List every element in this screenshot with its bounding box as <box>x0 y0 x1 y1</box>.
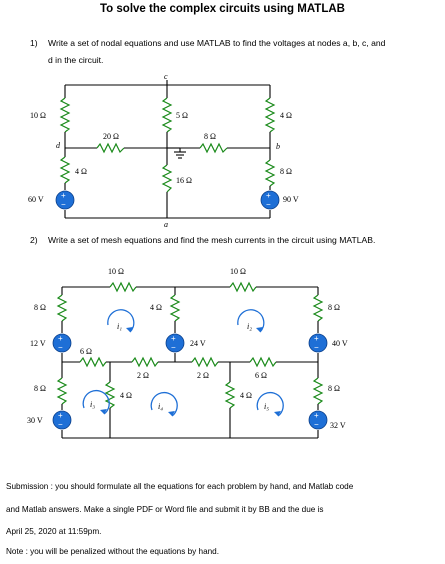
question-1-line-2: d in the circuit. <box>48 55 104 65</box>
resistor-6-ohm-right-label: 6 Ω <box>255 371 267 380</box>
resistor-8-ohm-tl-label: 8 Ω <box>34 303 46 312</box>
source-30v-label: 30 V <box>27 416 43 425</box>
circuit-2-wires <box>56 281 324 439</box>
source-30v: +− <box>52 410 72 430</box>
svg-text:+: + <box>61 191 66 200</box>
mesh-arrow-i3 <box>82 389 110 415</box>
question-1-line-1: Write a set of nodal equations and use M… <box>48 38 386 48</box>
source-60v-label: 60 V <box>28 195 44 204</box>
mesh-arrow-i2 <box>237 309 265 333</box>
resistor-10-ohm-left-label: 10 Ω <box>108 267 124 276</box>
resistor-2-ohm-right-label: 2 Ω <box>197 371 209 380</box>
source-32v: +− <box>308 410 328 430</box>
svg-text:+: + <box>314 411 319 420</box>
resistor-4-ohm-left-label: 4 Ω <box>75 167 87 176</box>
svg-text:+: + <box>266 191 271 200</box>
source-24v: +− <box>165 333 185 353</box>
svg-text:−: − <box>171 343 176 352</box>
resistor-4-ohm-br-label: 4 Ω <box>240 391 252 400</box>
mesh-arrow-i5 <box>256 391 284 417</box>
svg-text:−: − <box>58 343 63 352</box>
svg-text:+: + <box>58 411 63 420</box>
source-12v-label: 12 V <box>30 339 46 348</box>
question-2-number: 2) <box>30 235 38 245</box>
resistor-6-ohm-left-label: 6 Ω <box>80 347 92 356</box>
mesh-current-i1-label: i₁ <box>117 322 123 331</box>
mesh-arrow-i4 <box>150 391 178 417</box>
question-2-text: Write a set of mesh equations and find t… <box>48 235 376 245</box>
mesh-arrow-i1 <box>107 309 135 333</box>
note-line: Note : you will be penalized without the… <box>6 547 220 556</box>
circuit-2-sources: +− +− +− +− +− <box>52 333 328 430</box>
node-d-label: d <box>56 141 60 150</box>
resistor-10-ohm-right-label: 10 Ω <box>230 267 246 276</box>
source-12v: +− <box>52 333 72 353</box>
source-90v-label: 90 V <box>283 195 299 204</box>
resistor-4-ohm-mid-label: 4 Ω <box>150 303 162 312</box>
mesh-current-i3-label: i₃ <box>90 400 96 409</box>
resistor-8-ohm-right-label: 8 Ω <box>280 167 292 176</box>
svg-text:−: − <box>266 200 271 209</box>
node-b-label: b <box>276 142 280 151</box>
resistor-8-ohm-tr-label: 8 Ω <box>328 303 340 312</box>
resistor-4-ohm-bl-label: 4 Ω <box>120 391 132 400</box>
node-c-label: c <box>164 72 168 81</box>
resistor-2-ohm-left-label: 2 Ω <box>137 371 149 380</box>
circuit-1-wires <box>59 80 276 219</box>
resistor-10-ohm-label: 10 Ω <box>30 111 46 120</box>
source-24v-label: 24 V <box>190 339 206 348</box>
svg-text:+: + <box>58 334 63 343</box>
resistor-8-ohm-br-label: 8 Ω <box>328 384 340 393</box>
svg-text:−: − <box>314 420 319 429</box>
circuit-1-source-60v: + − <box>55 190 75 210</box>
question-1-number: 1) <box>30 38 38 48</box>
resistor-5-ohm-label: 5 Ω <box>176 111 188 120</box>
mesh-current-i5-label: i₅ <box>264 402 270 411</box>
submission-line-3: April 25, 2020 at 11:59pm. <box>6 527 102 536</box>
resistor-16-ohm-label: 16 Ω <box>176 176 192 185</box>
source-40v-label: 40 V <box>332 339 348 348</box>
svg-text:+: + <box>171 334 176 343</box>
mesh-current-i2-label: i₂ <box>247 322 253 331</box>
svg-text:−: − <box>58 420 63 429</box>
mesh-current-arrows <box>82 309 284 417</box>
svg-text:+: + <box>314 334 319 343</box>
resistor-8-ohm-bl-label: 8 Ω <box>34 384 46 393</box>
circuit-1-source-90v: + − <box>260 190 280 210</box>
svg-text:−: − <box>61 200 66 209</box>
node-a-label: a <box>164 220 168 229</box>
resistor-8-ohm-top-label: 8 Ω <box>204 132 216 141</box>
resistor-4-ohm-right-label: 4 Ω <box>280 111 292 120</box>
submission-line-2: and Matlab answers. Make a single PDF or… <box>6 505 324 514</box>
resistor-20-ohm-label: 20 Ω <box>103 132 119 141</box>
submission-line-1: Submission : you should formulate all th… <box>6 482 354 491</box>
source-40v: +− <box>308 333 328 353</box>
source-32v-label: 32 V <box>330 421 346 430</box>
svg-text:−: − <box>314 343 319 352</box>
document-title: To solve the complex circuits using MATL… <box>100 3 345 15</box>
mesh-current-i4-label: i₄ <box>158 402 164 411</box>
